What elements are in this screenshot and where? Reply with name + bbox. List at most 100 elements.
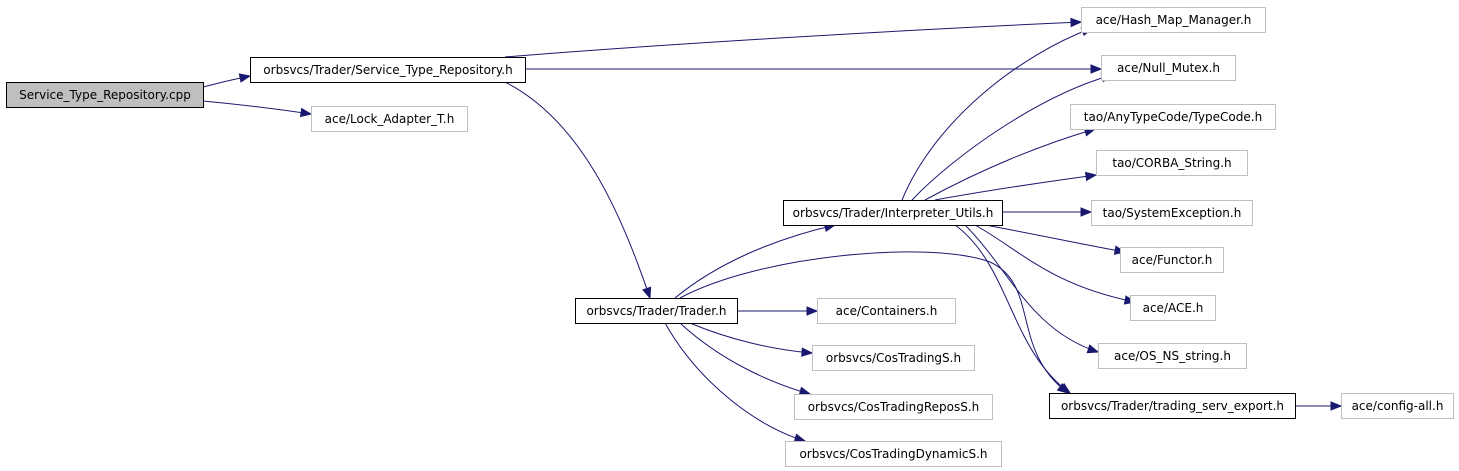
node-label: orbsvcs/CosTradingDynamicS.h [799,447,987,461]
node-label: orbsvcs/Trader/trading_serv_export.h [1061,399,1284,413]
edge-line [964,224,1099,353]
graph-nodes: Service_Type_Repository.cpp orbsvcs/Trade… [6,7,1454,467]
edge-n6-n3 [901,27,1094,201]
node-n0[interactable]: Service_Type_Repository.cpp [6,82,204,108]
node-n16: orbsvcs/CosTradingS.h [812,345,975,371]
node-label: orbsvcs/Trader/Interpreter_Utils.h [793,206,994,220]
node-n17: orbsvcs/CosTradingReposS.h [794,394,993,420]
node-label: Service_Type_Repository.cpp [19,88,191,102]
node-box [1341,393,1454,419]
node-n1[interactable]: orbsvcs/Trader/Service_Type_Repository.h [250,57,526,83]
edge-n5-n17 [679,322,812,396]
node-n11: ace/ACE.h [1130,295,1216,321]
node-label: tao/CORBA_String.h [1112,156,1231,170]
node-box [1091,200,1253,226]
node-label: ace/Null_Mutex.h [1117,61,1220,75]
node-n14: ace/config-all.h [1341,393,1454,419]
node-box [6,82,204,108]
node-label: ace/Containers.h [836,304,938,318]
edge-n0-n2 [202,100,313,118]
node-box [783,200,1003,226]
edge-line [679,322,811,395]
edge-line [924,128,1096,201]
edge-arrowhead [806,306,819,316]
node-label: tao/SystemException.h [1103,206,1242,220]
node-n10: ace/Functor.h [1120,247,1224,273]
edge-n6-n8 [934,171,1098,201]
edge-n6-n12 [964,224,1100,354]
edge-n6-n4 [911,73,1114,201]
node-box [817,298,956,324]
edge-line [901,27,1093,201]
edge-line [504,81,651,299]
edge-arrowhead [299,107,313,118]
edge-line [679,251,1069,394]
edge-n5-n18 [664,322,807,443]
edge-n6-n9 [1002,207,1093,217]
edge-arrowhead [1086,344,1100,354]
edge-arrowhead [1330,401,1343,411]
node-n6[interactable]: orbsvcs/Trader/Interpreter_Utils.h [783,200,1003,226]
node-n18: orbsvcs/CosTradingDynamicS.h [785,441,1002,467]
node-label: orbsvcs/CosTradingReposS.h [808,400,980,414]
node-box [575,298,738,324]
node-n8: tao/CORBA_String.h [1096,150,1248,176]
node-label: orbsvcs/CosTradingS.h [826,351,961,365]
node-n5[interactable]: orbsvcs/Trader/Trader.h [575,298,738,324]
edge-line [934,174,1097,201]
edge-line [911,74,1113,201]
node-box [250,57,526,83]
node-n9: tao/SystemException.h [1091,200,1253,226]
edge-n6-n10 [984,224,1127,255]
edge-line [954,224,1071,394]
node-label: ace/Hash_Map_Manager.h [1096,13,1252,27]
edge-arrowhead [793,433,807,443]
edge-arrowhead [1084,171,1098,182]
edge-line [974,224,1136,303]
node-n15: ace/Containers.h [817,298,956,324]
node-box [1098,343,1247,369]
node-label: ace/config-all.h [1352,399,1444,413]
node-box [812,345,975,371]
edge-n6-n11 [974,224,1137,305]
edge-arrowhead [1058,383,1072,394]
node-box [1130,295,1216,321]
edge-n6-n13 [954,224,1072,394]
node-box [785,441,1002,467]
edge-arrowhead [1070,17,1083,28]
node-box [1096,150,1248,176]
edge-arrowhead [238,73,252,83]
edge-n13-n14 [1295,401,1343,411]
node-label: ace/Functor.h [1132,253,1213,267]
node-box [1120,247,1224,273]
node-label: ace/Lock_Adapter_T.h [325,112,455,126]
node-n13[interactable]: orbsvcs/Trader/trading_serv_export.h [1049,393,1296,419]
edge-line [664,322,806,442]
edge-n6-n7 [924,127,1097,201]
node-n12: ace/OS_NS_string.h [1098,343,1247,369]
node-n2: ace/Lock_Adapter_T.h [311,106,468,132]
node-box [1101,55,1236,81]
edge-arrowhead [642,286,652,300]
node-n4: ace/Null_Mutex.h [1101,55,1236,81]
node-box [311,106,468,132]
edge-arrowhead [1080,207,1093,217]
edge-n5-n16 [689,322,814,357]
edge-n1-n4 [525,64,1103,74]
node-label: orbsvcs/Trader/Service_Type_Repository.h [263,63,512,77]
edge-n1-n3 [504,17,1083,58]
node-box [794,394,993,420]
edge-line [504,21,1082,58]
node-box [1070,104,1276,130]
edge-n5-n15 [737,306,819,316]
node-box [1049,393,1296,419]
graph-edges [202,17,1343,443]
node-box [1081,7,1266,33]
edge-line [689,322,813,354]
node-label: ace/ACE.h [1143,301,1204,315]
edge-line [674,224,836,299]
node-label: tao/AnyTypeCode/TypeCode.h [1084,110,1262,124]
edge-n0-n1 [202,73,252,88]
edge-line [984,224,1126,253]
